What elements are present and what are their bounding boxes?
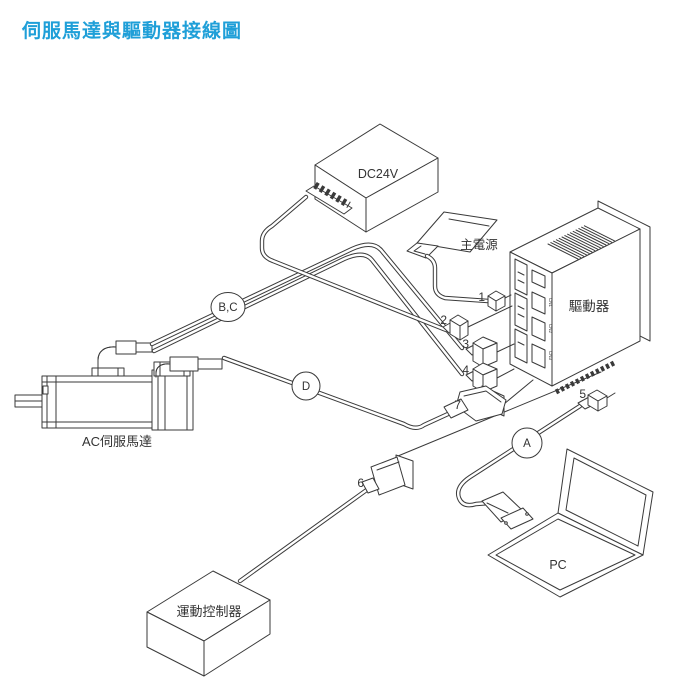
page-title: 伺服馬達與驅動器接線圖 xyxy=(22,21,243,42)
motion-controller-box: 運動控制器 xyxy=(146,570,271,677)
connector-6 xyxy=(361,454,414,496)
terminal-block xyxy=(305,185,353,215)
controller-label: 運動控制器 xyxy=(176,604,241,619)
driver-port-cn2: CN2 xyxy=(548,324,553,333)
connector-2 xyxy=(442,314,469,341)
motor-plug-left xyxy=(115,340,137,355)
driver-label: 驅動器 xyxy=(569,299,610,314)
servo-motor: AC伺服馬達 xyxy=(14,340,223,449)
connector-4 xyxy=(465,362,498,393)
connector-number-1: 1 xyxy=(478,290,485,304)
driver-port-cn1: CN1 xyxy=(548,298,553,307)
connector-number-7: 7 xyxy=(454,398,461,412)
connector-3 xyxy=(465,336,498,368)
cable-d xyxy=(224,358,448,428)
cable-tags: B,C D A xyxy=(210,292,543,459)
heatsink-fins xyxy=(547,225,615,260)
cable-controller xyxy=(240,489,368,581)
connector-number-5: 5 xyxy=(579,387,586,401)
driver-port-cn3: CN3 xyxy=(548,351,553,360)
svg-text:A: A xyxy=(523,438,531,450)
connector-number-6: 6 xyxy=(357,476,364,490)
pc-serial-connector xyxy=(481,491,534,530)
laptop-base xyxy=(487,512,644,598)
pc-label: PC xyxy=(549,558,566,572)
svg-text:B,C: B,C xyxy=(218,302,237,314)
cable-bc xyxy=(152,245,462,374)
power-supply-label: DC24V xyxy=(358,167,399,181)
connector-1 xyxy=(487,290,506,312)
main-power-label: 主電源 xyxy=(460,238,498,252)
main-power-plug: 主電源 xyxy=(406,211,498,259)
terminal-teeth xyxy=(313,181,351,209)
servo-driver-box: CN1 CN2 CN3 驅動器 xyxy=(509,200,651,395)
svg-text:D: D xyxy=(302,381,310,393)
connector-number-2: 2 xyxy=(440,313,447,327)
power-supply-box: DC24V xyxy=(305,123,439,233)
connectors xyxy=(361,290,608,530)
cable-tag-d xyxy=(291,371,321,401)
connector-number-3: 3 xyxy=(462,337,469,351)
connector-7 xyxy=(443,385,507,422)
cable-tag-a xyxy=(511,427,543,459)
connector-5 xyxy=(577,389,608,412)
cable-tag-bc xyxy=(210,292,246,322)
pc-laptop: PC xyxy=(487,448,654,598)
connector-numbers: 1 2 3 4 5 6 7 xyxy=(357,290,586,490)
connector-number-4: 4 xyxy=(462,363,469,377)
motor-plug-right xyxy=(169,356,199,372)
motor-label: AC伺服馬達 xyxy=(82,434,152,449)
